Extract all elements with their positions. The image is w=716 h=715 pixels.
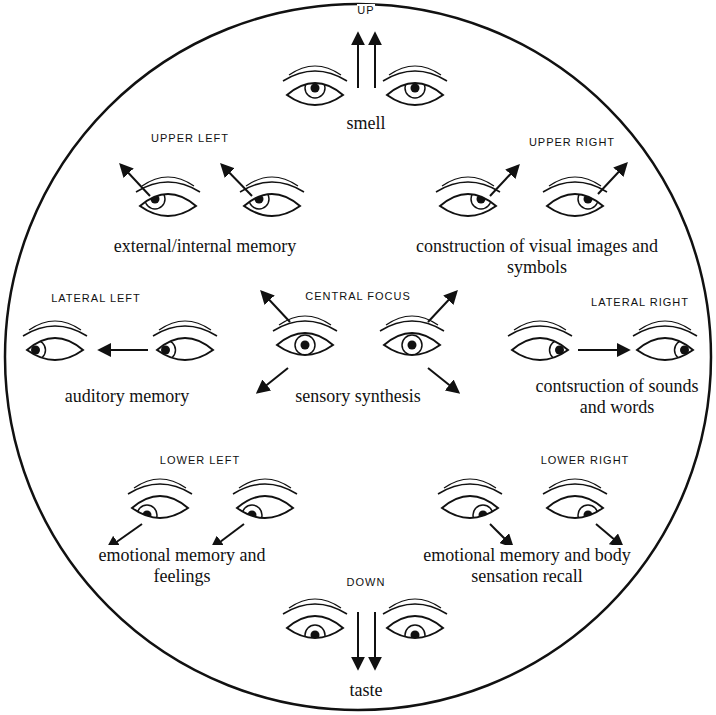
direction-label: LATERAL RIGHT bbox=[575, 296, 705, 309]
gaze-arrow bbox=[428, 368, 458, 392]
gaze-arrow bbox=[121, 165, 150, 196]
direction-label: UP bbox=[336, 4, 396, 17]
eyebrow-line bbox=[29, 321, 81, 330]
direction-label: DOWN bbox=[326, 576, 406, 589]
pupil bbox=[301, 341, 310, 350]
eye bbox=[283, 66, 347, 105]
gaze-arrow bbox=[596, 524, 622, 546]
eyebrow-line bbox=[389, 599, 441, 608]
eyebrow-line bbox=[442, 177, 494, 186]
description-label: emotional memory and feelings bbox=[82, 545, 282, 586]
eye-outline bbox=[237, 496, 293, 518]
gaze-arrow bbox=[598, 164, 626, 194]
eyebrow-line bbox=[514, 321, 566, 330]
eye-outline bbox=[384, 333, 440, 355]
eyebrow-line bbox=[549, 177, 601, 186]
eye bbox=[383, 66, 447, 105]
eye bbox=[23, 321, 87, 360]
eye-outline bbox=[442, 496, 498, 518]
eye-outline bbox=[157, 338, 213, 360]
eyebrow-line bbox=[159, 321, 211, 330]
eye-outline bbox=[27, 338, 83, 360]
gaze-arrow bbox=[490, 524, 512, 546]
gaze-arrow bbox=[374, 612, 376, 668]
eye-outline bbox=[547, 194, 603, 216]
iris bbox=[405, 78, 425, 98]
description-label: sensory synthesis bbox=[273, 386, 443, 407]
eye bbox=[233, 479, 297, 525]
eye-outline bbox=[287, 616, 343, 638]
eye-outline bbox=[387, 616, 443, 638]
pupil bbox=[408, 341, 417, 350]
eye-outline bbox=[140, 194, 196, 216]
gaze-arrow bbox=[374, 34, 376, 88]
description-label: contsruction of sounds and words bbox=[522, 376, 712, 417]
iris bbox=[295, 335, 315, 355]
eye bbox=[128, 479, 192, 525]
eye bbox=[543, 177, 607, 216]
description-label: construction of visual images and symbol… bbox=[412, 236, 662, 277]
eye-outline bbox=[277, 333, 333, 355]
eye-outline bbox=[637, 338, 693, 360]
eyebrow-line bbox=[246, 177, 298, 186]
eye-outline bbox=[512, 338, 568, 360]
eye bbox=[543, 479, 607, 525]
direction-label: LOWER RIGHT bbox=[520, 454, 650, 467]
eyebrow-line bbox=[142, 177, 194, 186]
eye-outline bbox=[287, 83, 343, 105]
direction-label: CENTRAL FOCUS bbox=[293, 290, 423, 303]
gaze-arrow bbox=[222, 165, 252, 196]
iris bbox=[405, 625, 425, 645]
eye-outline bbox=[440, 194, 496, 216]
direction-label: UPPER LEFT bbox=[125, 132, 255, 145]
description-label: external/internal memory bbox=[110, 236, 300, 257]
eyebrow-line bbox=[239, 479, 291, 488]
description-label: smell bbox=[316, 113, 416, 134]
eyebrow-line bbox=[134, 479, 186, 488]
gaze-arrow bbox=[490, 166, 518, 196]
eye bbox=[153, 321, 217, 360]
eyebrow-line bbox=[389, 66, 441, 75]
eye bbox=[136, 177, 200, 216]
eye bbox=[633, 321, 697, 360]
description-label: emotional memory and body sensation reca… bbox=[402, 545, 652, 586]
outer-circle bbox=[5, 4, 711, 710]
eye-outline bbox=[547, 496, 603, 518]
eye-outline bbox=[132, 496, 188, 518]
eyebrow-line bbox=[289, 599, 341, 608]
eye bbox=[438, 479, 502, 525]
eyebrow-line bbox=[289, 66, 341, 75]
iris bbox=[305, 78, 325, 98]
iris bbox=[305, 625, 325, 645]
eye bbox=[436, 177, 500, 216]
direction-label: UPPER RIGHT bbox=[507, 136, 637, 149]
gaze-arrow bbox=[262, 292, 290, 322]
pupil bbox=[411, 84, 420, 93]
pupil bbox=[311, 84, 320, 93]
gaze-arrow bbox=[100, 349, 148, 351]
iris bbox=[402, 335, 422, 355]
gaze-arrow bbox=[258, 368, 288, 392]
gaze-arrow bbox=[357, 34, 359, 88]
description-label: auditory memory bbox=[42, 386, 212, 407]
direction-label: LATERAL LEFT bbox=[31, 292, 161, 305]
direction-label: LOWER LEFT bbox=[135, 454, 265, 467]
gaze-arrow bbox=[357, 612, 359, 668]
eye bbox=[380, 316, 444, 355]
eye bbox=[273, 316, 337, 355]
gaze-arrow bbox=[428, 292, 456, 322]
eye bbox=[508, 321, 572, 360]
eye bbox=[283, 599, 347, 645]
eye bbox=[240, 177, 304, 216]
eye bbox=[383, 599, 447, 645]
eyebrow-line bbox=[444, 479, 496, 488]
gaze-arrow bbox=[578, 349, 628, 351]
eye-outline bbox=[244, 194, 300, 216]
eyebrow-line bbox=[549, 479, 601, 488]
eyebrow-line bbox=[639, 321, 691, 330]
eye-outline bbox=[387, 83, 443, 105]
description-label: taste bbox=[316, 680, 416, 701]
